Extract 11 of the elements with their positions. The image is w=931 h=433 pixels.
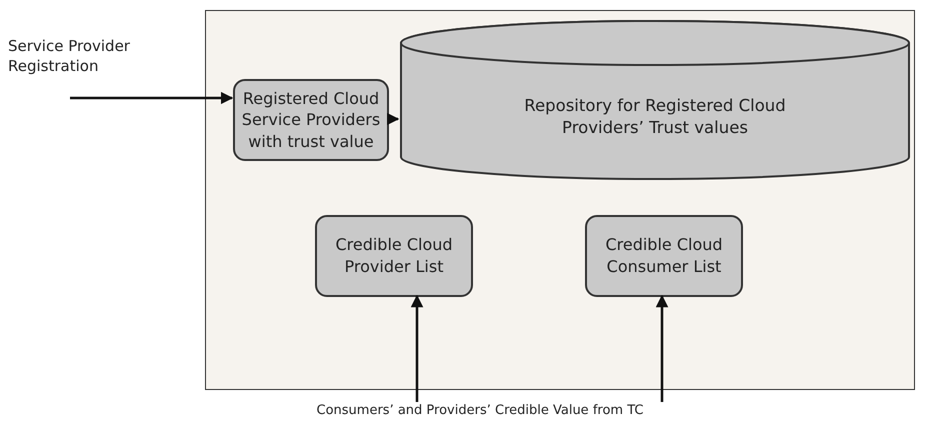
arrow	[410, 294, 424, 402]
arrow	[656, 294, 668, 402]
arrow	[70, 92, 234, 104]
text-label: Service Provider Registration	[8, 36, 131, 76]
node-label: Credible Cloud Provider List	[334, 234, 454, 278]
node-label: Credible Cloud Consumer List	[604, 234, 724, 278]
node-label: Repository for Registered Cloud Providers’ Trust values	[523, 94, 787, 139]
system-panel	[205, 10, 915, 390]
text-label: Consumers’ and Providers’ Credible Value from TC	[316, 402, 644, 420]
node-label: Registered Cloud Service Providers with trust value	[240, 88, 382, 152]
arrow	[386, 112, 400, 126]
